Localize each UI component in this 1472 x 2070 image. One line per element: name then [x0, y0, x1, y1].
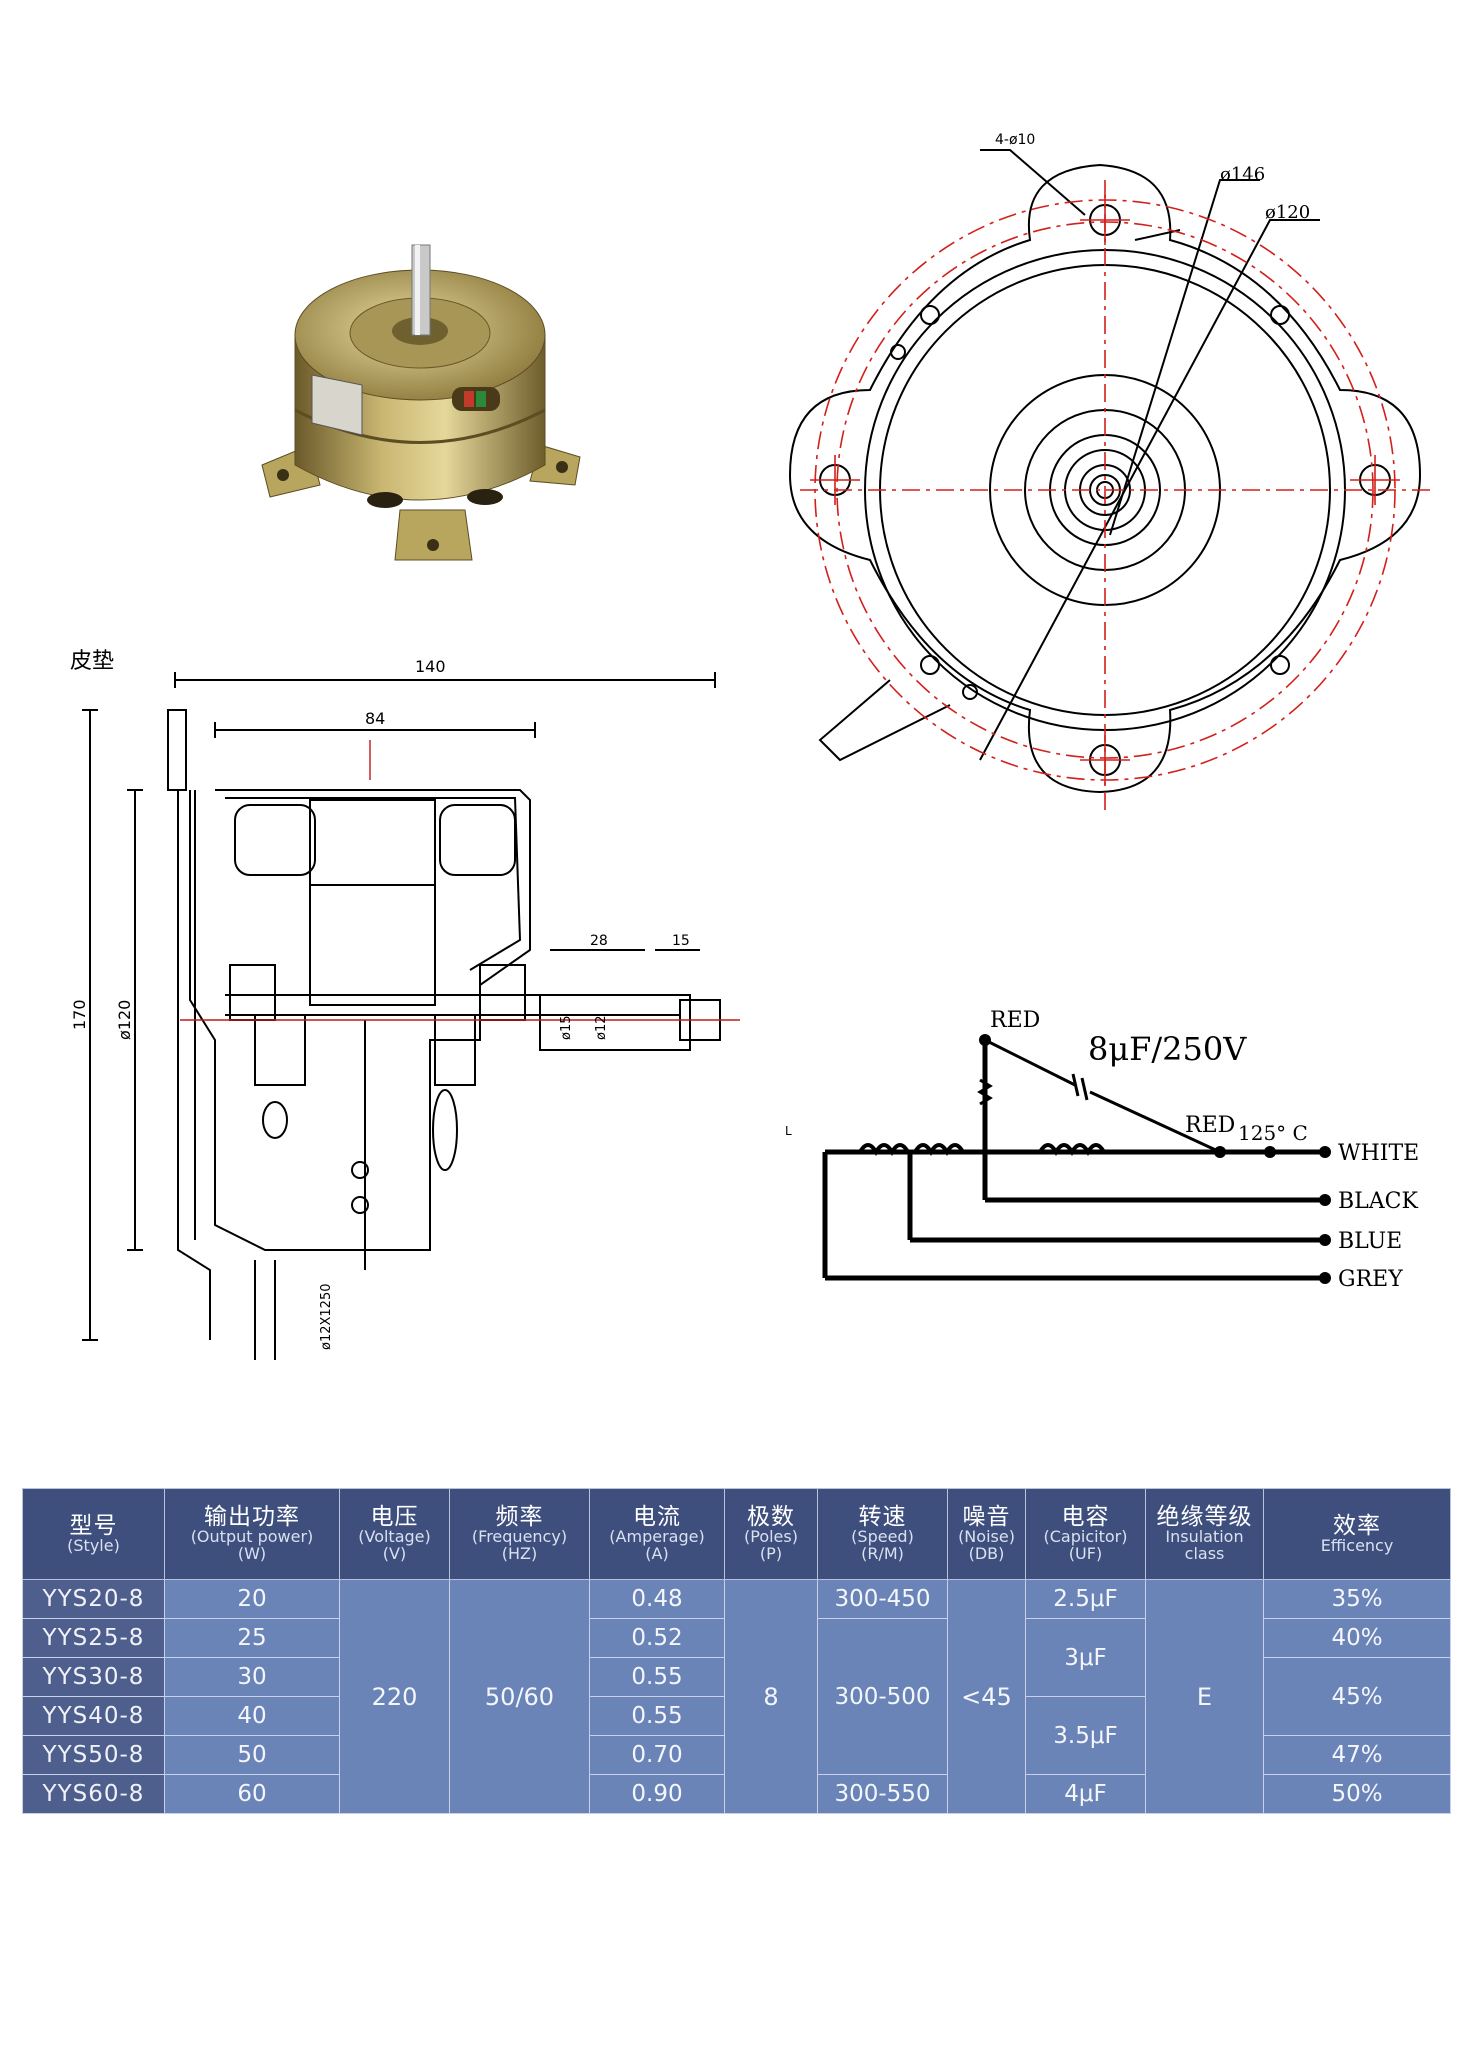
power-cell: 20: [164, 1579, 340, 1619]
table-row: YYS30-8 30 0.55 45%: [22, 1657, 1451, 1736]
dim-dia-label: ø120: [115, 1000, 134, 1040]
amperage-cell: 0.55: [589, 1657, 725, 1697]
motor-photo: [261, 244, 581, 561]
power-cell: 40: [164, 1696, 340, 1736]
insulation-cell: E: [1145, 1579, 1264, 1814]
efficiency-cell: 50%: [1263, 1774, 1451, 1814]
power-cell: 25: [164, 1618, 340, 1658]
table-row: YYS50-8 50 0.70 47%: [22, 1735, 1451, 1775]
header-capacitor: 电容(Capicitor)(UF): [1025, 1488, 1146, 1580]
dim-shaft-a-label: ø15: [559, 1016, 574, 1041]
amperage-cell: 0.52: [589, 1618, 725, 1658]
table-row: YYS60-8 60 0.90 300-550 4μF 50%: [22, 1774, 1451, 1814]
voltage-cell: 220: [339, 1579, 450, 1814]
header-speed: 转速(Speed)(R/M): [817, 1488, 948, 1580]
speed-cell: 300-450: [817, 1579, 948, 1619]
dim-shaft-b-label: ø12: [594, 1016, 609, 1041]
poles-cell: 8: [724, 1579, 818, 1814]
holes-label: 4-ø10: [995, 132, 1035, 148]
blue-label: BLUE: [1338, 1229, 1402, 1254]
efficiency-cell: 40%: [1263, 1618, 1451, 1658]
power-cell: 30: [164, 1657, 340, 1697]
amperage-cell: 0.70: [589, 1735, 725, 1775]
dim-height-label: 170: [70, 999, 89, 1030]
header-poles: 极数(Poles)(P): [724, 1488, 818, 1580]
efficiency-cell: 47%: [1263, 1735, 1451, 1775]
speed-cell: 300-550: [817, 1774, 948, 1814]
l-label: L: [785, 1124, 792, 1138]
wiring-diagram: L RED 8μF/250V RED 125° C WHITE BLACK BL…: [785, 1008, 1419, 1292]
style-cell: YYS60-8: [22, 1774, 165, 1814]
amperage-cell: 0.90: [589, 1774, 725, 1814]
grey-label: GREY: [1338, 1267, 1403, 1292]
header-style: 型号(Style): [22, 1488, 165, 1580]
efficiency-cell: 45%: [1263, 1657, 1451, 1736]
style-cell: YYS30-8: [22, 1657, 165, 1697]
capacitor-cell: 3.5μF: [1025, 1696, 1146, 1775]
pad-label: 皮垫: [70, 649, 114, 674]
frequency-cell: 50/60: [449, 1579, 590, 1814]
capacitor-cell: 2.5μF: [1025, 1579, 1146, 1619]
dia-inner-label: ø120: [1265, 202, 1310, 223]
capacitor-cell: 3μF: [1025, 1618, 1146, 1697]
header-noise: 噪音(Noise)(DB): [947, 1488, 1026, 1580]
dim-body-label: 84: [365, 709, 385, 728]
table-header-row: 型号(Style) 输出功率(Output power)(W) 电压(Volta…: [22, 1488, 1451, 1580]
efficiency-cell: 35%: [1263, 1579, 1451, 1619]
amperage-cell: 0.48: [589, 1579, 725, 1619]
red-top-label: RED: [990, 1008, 1040, 1033]
front-view-drawing: 4-ø10 ø146 ø120: [788, 132, 1430, 810]
header-power: 输出功率(Output power)(W): [164, 1488, 340, 1580]
noise-cell: <45: [947, 1579, 1026, 1814]
header-frequency: 频率(Frequency)(HZ): [449, 1488, 590, 1580]
dim-cable-label: ø12Ⅹ1250: [319, 1284, 334, 1351]
style-cell: YYS50-8: [22, 1735, 165, 1775]
black-label: BLACK: [1338, 1189, 1418, 1214]
style-cell: YYS20-8: [22, 1579, 165, 1619]
dim-length-label: 140: [415, 657, 446, 676]
white-label: WHITE: [1338, 1141, 1419, 1166]
header-voltage: 电压(Voltage)(V): [339, 1488, 450, 1580]
dia-outer-label: ø146: [1220, 164, 1265, 185]
amperage-cell: 0.55: [589, 1696, 725, 1736]
style-cell: YYS40-8: [22, 1696, 165, 1736]
capacitor-cell: 4μF: [1025, 1774, 1146, 1814]
table-row: YYS40-8 40 0.55 3.5μF: [22, 1696, 1451, 1775]
table-row: YYS25-8 25 0.52 300-500 3μF 40%: [22, 1618, 1451, 1775]
header-amperage: 电流(Amperage)(A): [589, 1488, 725, 1580]
side-view-drawing: 皮垫 140 84 170 ø120 28 15 ø15 ø12 ø12Ⅹ125…: [70, 649, 740, 1360]
dim-shaft-tip-label: 15: [672, 933, 690, 949]
power-cell: 60: [164, 1774, 340, 1814]
spec-table: 型号(Style) 输出功率(Output power)(W) 电压(Volta…: [22, 1488, 1451, 1814]
power-cell: 50: [164, 1735, 340, 1775]
speed-cell: 300-500: [817, 1618, 948, 1775]
red-mid-label: RED: [1185, 1113, 1235, 1138]
dim-shaft-len-label: 28: [590, 933, 608, 949]
thermal-label: 125° C: [1238, 1121, 1308, 1145]
capacitor-label: 8μF/250V: [1088, 1030, 1247, 1068]
style-cell: YYS25-8: [22, 1618, 165, 1658]
table-row: YYS20-8 20 220 50/60 0.48 8 300-450 <45 …: [22, 1579, 1451, 1814]
